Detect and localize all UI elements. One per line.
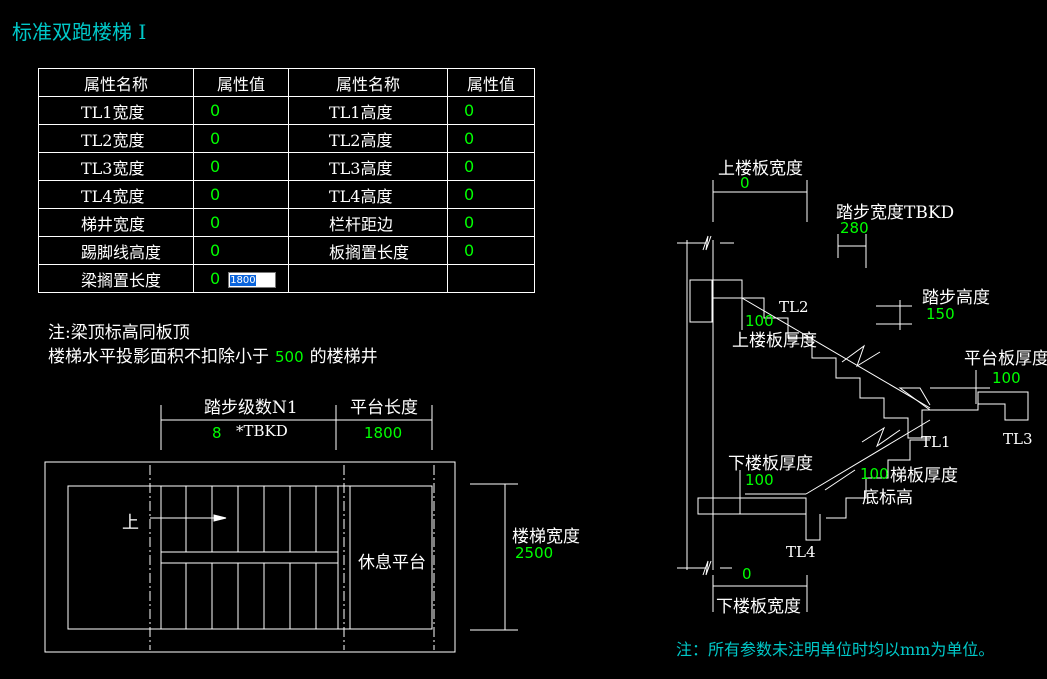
prop-value-cell[interactable]: 0 — [193, 208, 289, 237]
prop-value-cell[interactable]: 0 — [193, 96, 289, 125]
prop-value-cell[interactable]: 0 — [447, 124, 535, 153]
dialog-title: 标准双跑楼梯 I — [12, 20, 147, 44]
empty-cell — [447, 264, 535, 293]
upper-slab-width-label: 上楼板宽度 — [718, 159, 803, 179]
lower-slab — [697, 497, 807, 515]
rest-platform-label: 休息平台 — [358, 553, 426, 573]
stair-slab-thickness-value[interactable]: 100 — [860, 465, 889, 483]
table-row: TL1宽度 0 TL1高度 0 — [38, 96, 535, 125]
section-view — [677, 180, 1029, 612]
prop-name: 板搁置长度 — [288, 236, 448, 265]
prop-value-cell[interactable]: 0 — [193, 124, 289, 153]
units-footnote: 注：所有参数未注明单位时均以mm为单位。 — [676, 640, 995, 659]
prop-value: 0 — [210, 269, 221, 288]
break-mark-upper — [841, 344, 881, 368]
landing-length-value[interactable]: 1800 — [364, 424, 403, 442]
value-edit-input[interactable]: 1800 — [228, 271, 277, 288]
steps-value[interactable]: 8 — [212, 424, 222, 442]
prop-value-cell-editing[interactable]: 0 1800 — [193, 264, 289, 293]
stair-width-value[interactable]: 2500 — [515, 544, 554, 562]
upper-slab-width-value[interactable]: 0 — [740, 174, 750, 192]
riser-height-value[interactable]: 150 — [926, 305, 955, 323]
table-row: 踢脚线高度 0 板搁置长度 0 — [38, 236, 535, 265]
upper-slab-thickness-label: 上楼板厚度 — [732, 331, 817, 351]
prop-name: TL4高度 — [288, 180, 448, 209]
prop-name: 梁搁置长度 — [38, 264, 194, 293]
stairwell-min-area[interactable]: 500 — [275, 348, 304, 366]
table-row: TL4宽度 0 TL4高度 0 — [38, 180, 535, 209]
landing-length-label: 平台长度 — [350, 398, 418, 418]
prop-name: 栏杆距边 — [288, 208, 448, 237]
prop-name: TL3宽度 — [38, 152, 194, 181]
prop-name: TL1高度 — [288, 96, 448, 125]
lower-flight-steps — [826, 439, 930, 519]
note-suffix: 的楼梯井 — [309, 347, 378, 367]
plan-view — [44, 405, 518, 653]
plan-inner-wall — [67, 485, 433, 630]
tl3-label: TL3 — [1003, 430, 1033, 448]
landing-thickness-value[interactable]: 100 — [992, 369, 1021, 387]
table-row: 梁搁置长度 0 1800 — [38, 264, 535, 293]
note-line-1: 注:梁顶标高同板顶 — [48, 323, 190, 343]
up-arrow-head — [213, 514, 227, 522]
bottom-elevation-label: 底标高 — [862, 488, 913, 508]
lower-slab-thickness-label: 下楼板厚度 — [728, 454, 813, 474]
tread-width-label: 踏步宽度TBKD — [836, 203, 955, 223]
steps-unit: *TBKD — [236, 422, 288, 440]
table-row: 梯井宽度 0 栏杆距边 0 — [38, 208, 535, 237]
property-table: 属性名称 属性值 属性名称 属性值 TL1宽度 0 TL1高度 0 TL2宽度 … — [38, 68, 535, 293]
note-line-2: 楼梯水平投影面积不扣除小于 500 的楼梯井 — [48, 342, 378, 367]
steps-label: 踏步级数N1 — [204, 398, 298, 418]
upper-flight-steps — [712, 279, 930, 439]
prop-value-cell[interactable]: 0 — [447, 208, 535, 237]
prop-name: TL4宽度 — [38, 180, 194, 209]
selected-text: 1800 — [230, 274, 256, 286]
riser-height-label: 踏步高度 — [922, 288, 990, 308]
landing-slab — [921, 391, 1029, 438]
upper-slab-thickness-value[interactable]: 100 — [745, 312, 774, 330]
tl1-label: TL1 — [921, 433, 951, 451]
prop-name: 梯井宽度 — [38, 208, 194, 237]
tread-width-value[interactable]: 280 — [840, 219, 869, 237]
note-prefix: 楼梯水平投影面积不扣除小于 — [48, 347, 269, 367]
tl2-label: TL2 — [779, 298, 809, 316]
up-label: 上 — [122, 513, 139, 533]
lower-slab-thickness-value[interactable]: 100 — [745, 471, 774, 489]
prop-value-cell[interactable]: 0 — [447, 152, 535, 181]
empty-cell — [288, 264, 448, 293]
table-row: TL3宽度 0 TL3高度 0 — [38, 152, 535, 181]
tl4-label: TL4 — [786, 543, 816, 561]
lower-beam — [805, 514, 821, 541]
plan-outer-wall — [44, 461, 456, 653]
stair-width-label: 楼梯宽度 — [512, 527, 580, 547]
lower-slab-width-label: 下楼板宽度 — [716, 597, 801, 617]
lower-slab-width-value[interactable]: 0 — [742, 565, 752, 583]
break-mark-lower — [861, 426, 901, 448]
prop-name: TL3高度 — [288, 152, 448, 181]
upper-beam — [689, 279, 713, 323]
stair-slab-thickness-label: 梯板厚度 — [890, 466, 958, 486]
landing-thickness-label: 平台板厚度 — [964, 349, 1047, 369]
prop-name: 踢脚线高度 — [38, 236, 194, 265]
prop-value-cell[interactable]: 0 — [447, 180, 535, 209]
header-name-2: 属性名称 — [288, 68, 448, 97]
